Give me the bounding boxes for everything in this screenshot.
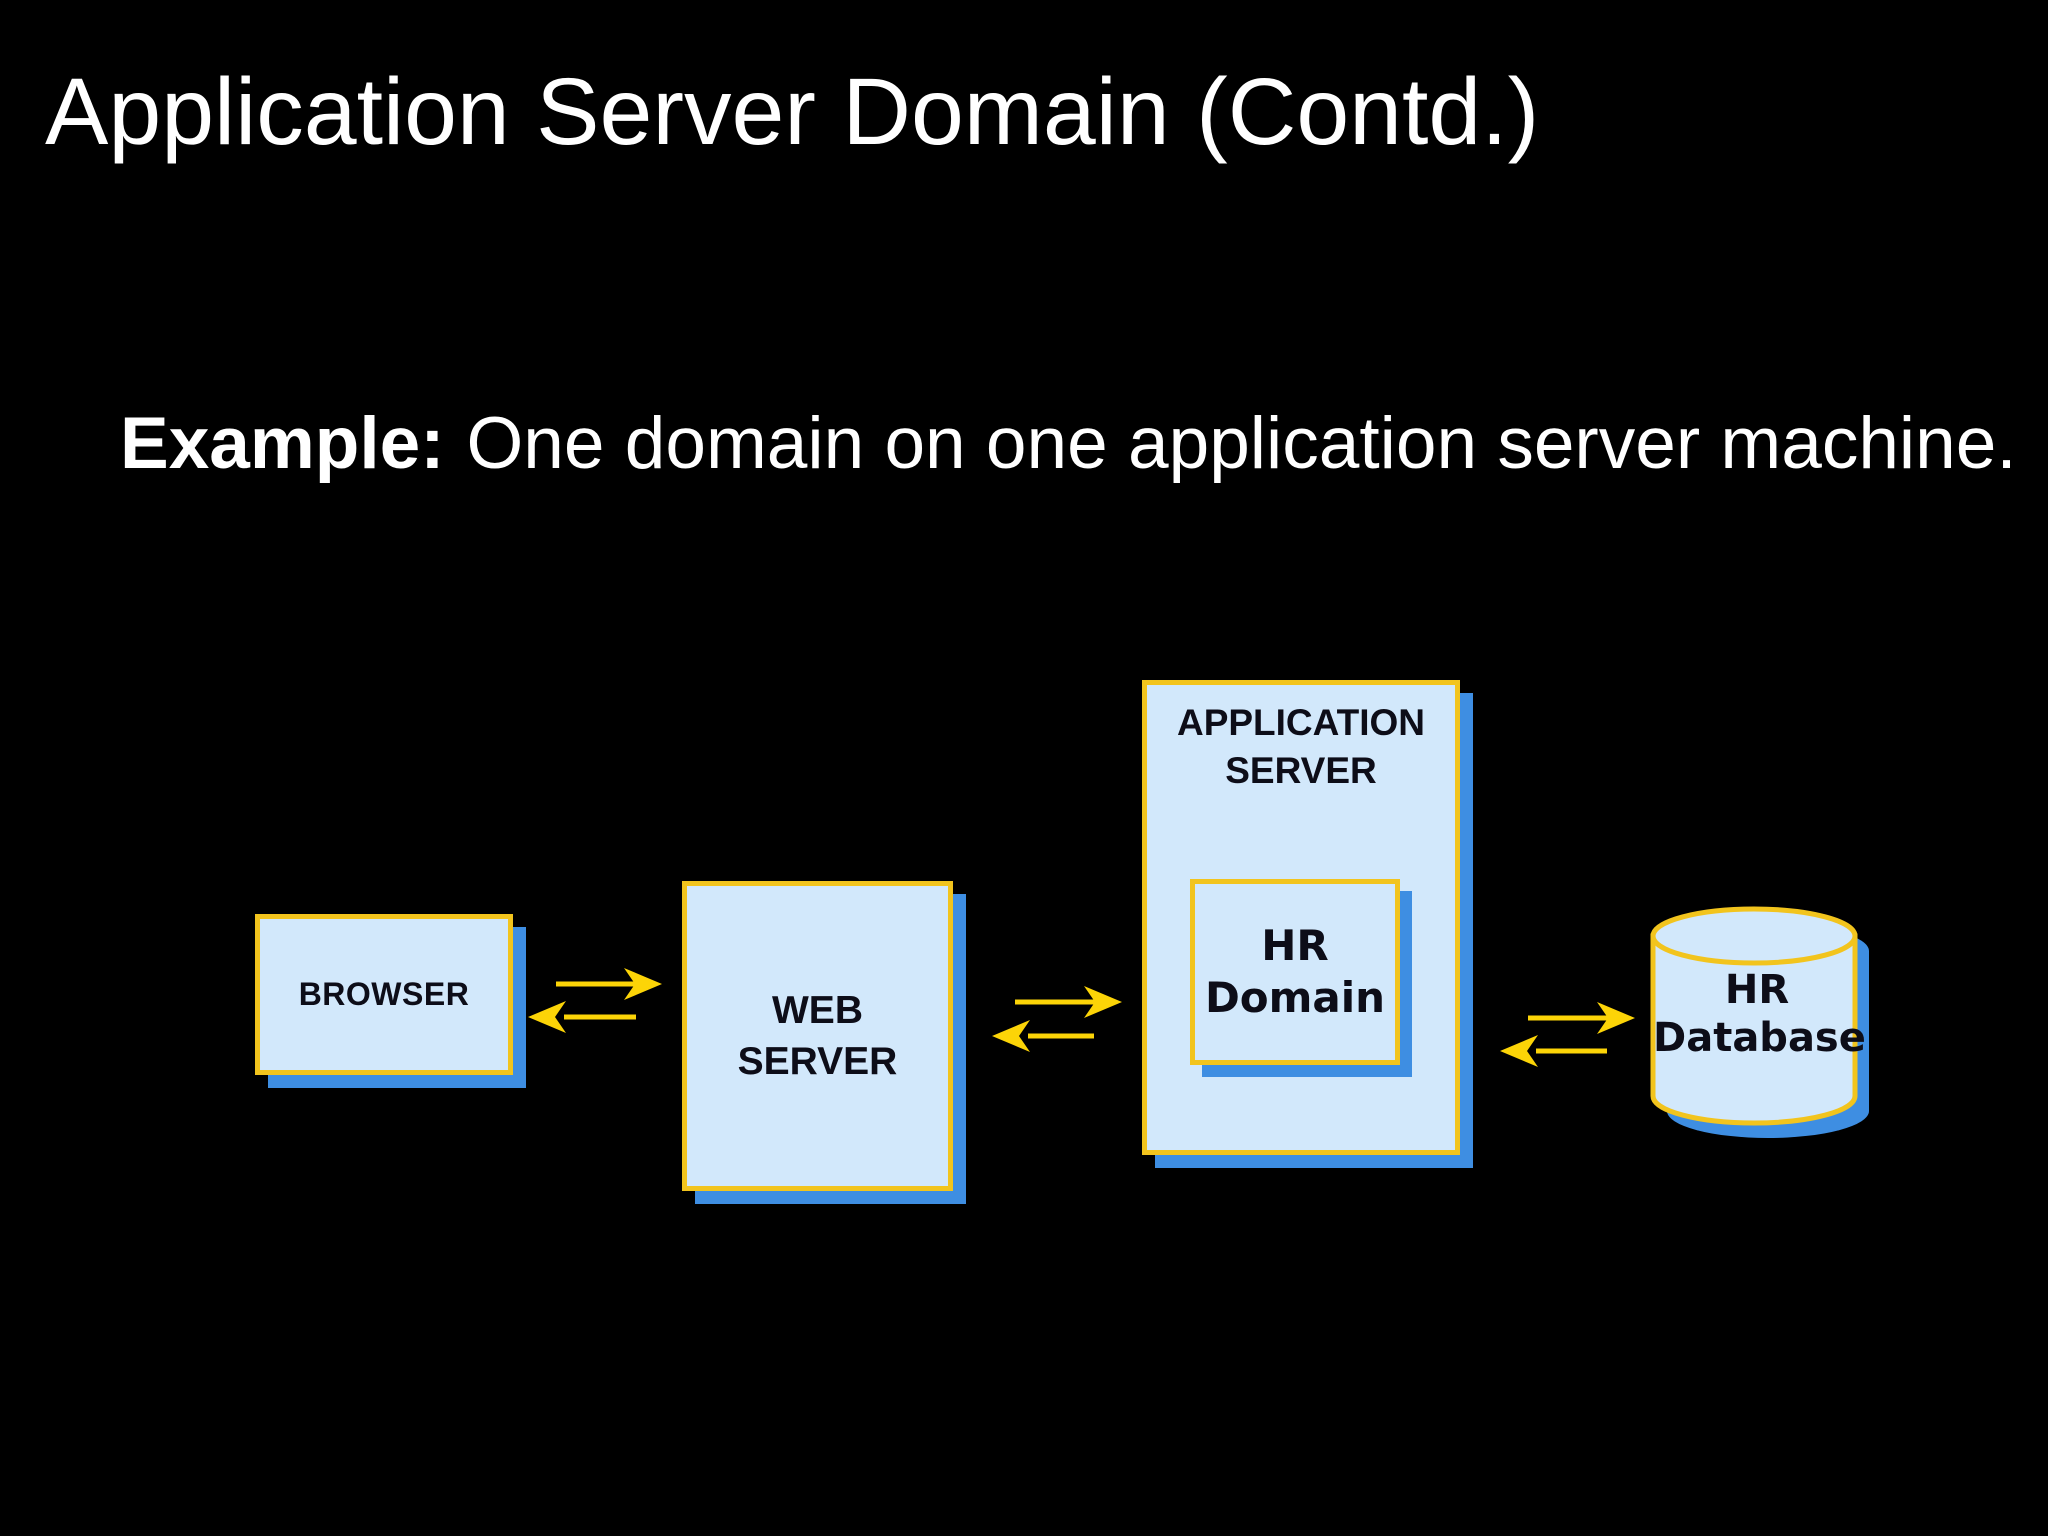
- node-web-server-label: WEB SERVER: [737, 988, 898, 1083]
- arrow-left-icon: [992, 1020, 1094, 1052]
- page-title: Application Server Domain (Contd.): [45, 59, 1540, 165]
- arrow-right-icon: [556, 968, 662, 1000]
- node-application-server-label: APPLICATION SERVER: [1176, 702, 1426, 792]
- arrow-left-icon: [1500, 1035, 1607, 1067]
- arrow-left-icon: [528, 1001, 636, 1033]
- example-sentence: Example: One domain on one application se…: [120, 402, 2017, 485]
- node-web-server: WEB SERVER: [682, 881, 953, 1191]
- example-label: Example:: [120, 403, 445, 484]
- arrow-right-icon: [1528, 1002, 1635, 1034]
- node-browser: BROWSER: [255, 914, 513, 1075]
- example-text: One domain on one application server mac…: [466, 403, 2017, 484]
- arrow-right-icon: [1015, 986, 1122, 1018]
- node-hr-database: [1650, 906, 1869, 1138]
- node-hr-database-label: HR Database: [1653, 967, 1866, 1061]
- cylinder-icon: [1650, 906, 1858, 1126]
- node-browser-label: BROWSER: [298, 976, 470, 1012]
- node-hr-domain-label: HR Domain: [1204, 920, 1386, 1023]
- node-hr-domain: HR Domain: [1190, 879, 1400, 1065]
